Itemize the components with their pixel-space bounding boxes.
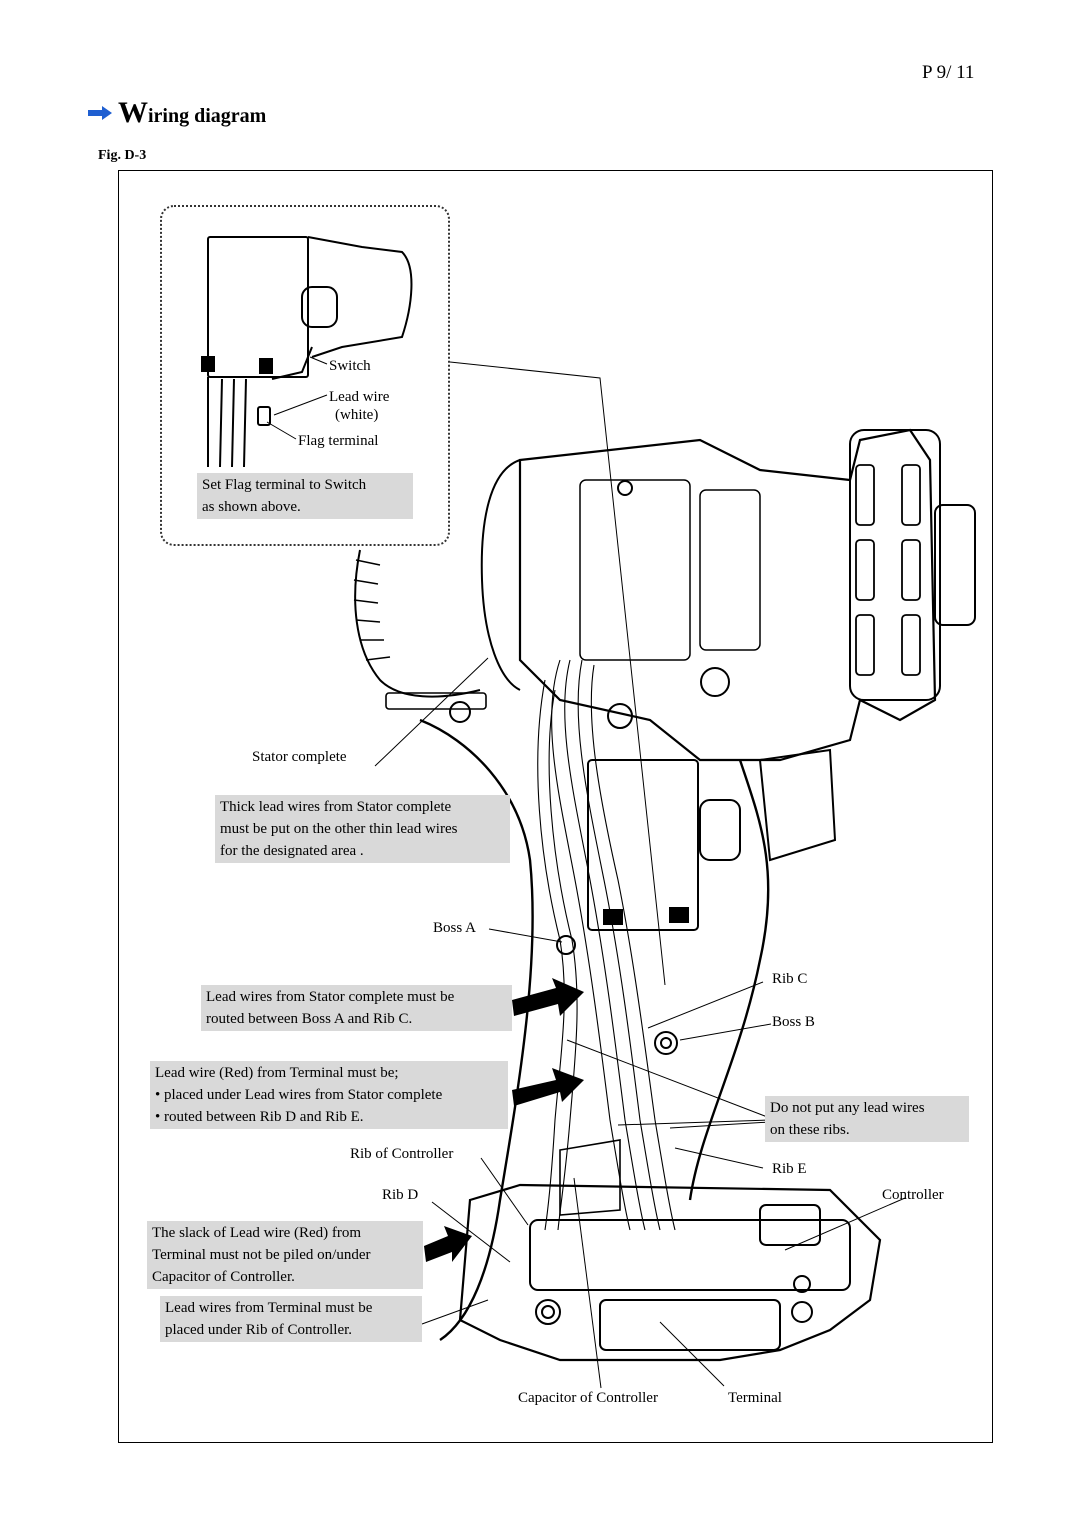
flag-terminal-label: Flag terminal — [298, 433, 379, 449]
red-lead-wire-note: Lead wire (Red) from Terminal must be; •… — [150, 1061, 508, 1129]
terminal-wires-note: Lead wires from Terminal must be placed … — [160, 1296, 422, 1342]
capacitor-of-controller-label: Capacitor of Controller — [518, 1390, 658, 1406]
title-initial: W — [118, 96, 148, 129]
boss-b-label: Boss B — [772, 1014, 815, 1030]
title-text: iring diagram — [148, 105, 267, 127]
slack-red-wire-note: The slack of Lead wire (Red) from Termin… — [147, 1221, 423, 1289]
rib-c-label: Rib C — [772, 971, 808, 987]
terminal-label: Terminal — [728, 1390, 782, 1406]
lead-wire-color-label: (white) — [335, 407, 379, 423]
controller-label: Controller — [882, 1187, 944, 1203]
thick-lead-wires-note: Thick lead wires from Stator complete mu… — [215, 795, 510, 863]
ribs-warning-note: Do not put any lead wires on these ribs. — [765, 1096, 969, 1142]
switch-detail-inset: Switch Lead wire (white) Flag terminal S… — [160, 205, 450, 546]
figure-frame — [118, 170, 993, 1443]
rib-d-label: Rib D — [382, 1187, 419, 1203]
section-title: Wiring diagram — [88, 96, 266, 130]
rib-of-controller-label: Rib of Controller — [350, 1146, 454, 1162]
arrow-right-icon — [88, 106, 112, 120]
boss-a-label: Boss A — [433, 920, 476, 936]
stator-complete-label: Stator complete — [252, 749, 347, 765]
lead-wire-label: Lead wire — [329, 389, 390, 405]
figure-label: Fig. D-3 — [98, 148, 147, 163]
rib-e-label: Rib E — [772, 1161, 807, 1177]
flag-terminal-note: Set Flag terminal to Switch as shown abo… — [197, 473, 413, 519]
page-number: P 9/ 11 — [922, 62, 975, 83]
switch-detail-drawing — [201, 236, 413, 468]
stator-lead-wires-note: Lead wires from Stator complete must be … — [201, 985, 512, 1031]
switch-label: Switch — [329, 358, 371, 374]
